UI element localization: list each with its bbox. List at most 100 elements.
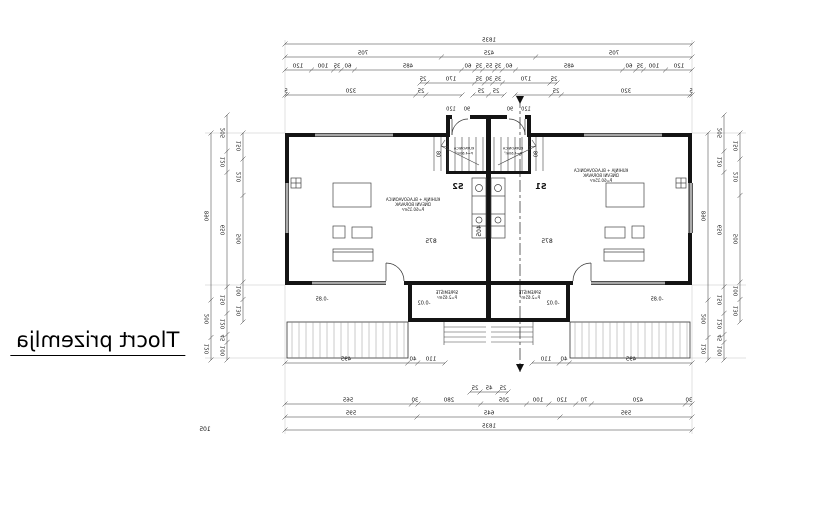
dim-label: 320 [620, 87, 631, 94]
dim-label: 70 [580, 396, 588, 403]
dim-label: 35 [333, 62, 341, 69]
dim-label: 120 [521, 106, 531, 113]
dim-label: 495 [625, 355, 636, 362]
dim-label: 35 [475, 75, 483, 82]
dim-label: 80 [436, 150, 443, 158]
dim-label: 35 [494, 62, 502, 69]
dim-label: 120 [716, 156, 723, 167]
dim-label: 645 [483, 409, 494, 416]
dim-label: 150 [732, 140, 739, 152]
dim-label: 100 [716, 345, 723, 357]
dim-label: 5 [689, 87, 693, 94]
dim-label: 405 [476, 225, 483, 237]
dim-label: 120 [673, 62, 685, 69]
dim-label: 205 [219, 127, 226, 139]
dim-label: 60 [625, 62, 633, 69]
dim-label: 425 [483, 49, 494, 56]
dim-label: 200 [700, 313, 707, 324]
dim-label: 40 [560, 355, 568, 362]
doors [385, 114, 592, 286]
dim-label: 485 [402, 62, 414, 69]
dim-label: 875 [425, 238, 437, 245]
dim-label: 25 [477, 87, 485, 94]
level-marker: -0.85 [650, 296, 664, 303]
dim-label: 875 [541, 238, 553, 245]
dim-label: 150 [219, 294, 226, 306]
dim-label: 40 [409, 355, 417, 362]
dim-label: 45 [219, 334, 226, 342]
dim-label: 110 [540, 355, 551, 362]
dim-label: 30 [485, 75, 492, 82]
dim-label: 60 [464, 62, 472, 69]
dim-label: 200 [203, 313, 210, 324]
terrace-right [569, 321, 691, 359]
dim-label: 130 [235, 305, 242, 316]
dim-label: 105 [199, 426, 211, 433]
dim-label: 30 [685, 396, 693, 403]
dim-label: 35 [494, 75, 502, 82]
dim-label: 100 [732, 285, 739, 297]
dim-label: 170 [445, 75, 457, 82]
level-marker: -0.85 [315, 296, 329, 303]
room-label: KUPAONICA [502, 146, 524, 151]
level-marker: -0.02 [546, 300, 560, 307]
level-marker: -0.02 [417, 300, 431, 307]
dim-label: 595 [345, 409, 357, 416]
unit-label-s1: S1 [535, 182, 547, 191]
dim-label: 90 [463, 106, 471, 113]
furniture-left-unit [290, 177, 487, 262]
dim-label: 120 [557, 396, 568, 403]
dim-label: 90 [506, 106, 514, 113]
dim-label: 80 [533, 150, 540, 158]
dim-label: 120 [219, 318, 226, 330]
dim-label: 30 [411, 396, 419, 403]
dim-label: 100 [317, 62, 328, 69]
dim-label: 420 [633, 396, 644, 403]
room-area: P=4.60m² [504, 151, 522, 156]
dim-label: 280 [444, 396, 455, 403]
room-area: P=60.15m² [589, 178, 613, 183]
dim-label: 705 [357, 49, 369, 56]
dim-label: 120 [219, 156, 226, 167]
dim-label: 60 [344, 62, 352, 69]
dim-label: 55 [485, 62, 492, 69]
dim-label: 130 [732, 305, 739, 316]
dim-label: 495 [341, 355, 352, 362]
dim-label: 100 [649, 62, 660, 69]
dim-label: 25 [419, 75, 427, 82]
dim-label: 25 [552, 87, 560, 94]
dim-label: 100 [532, 396, 543, 403]
dim-label: 100 [235, 285, 242, 297]
dim-label: 210 [235, 171, 242, 183]
dim-label: 100 [219, 345, 226, 357]
dim-label: 120 [700, 343, 707, 354]
section-line [516, 96, 524, 372]
stairs-and-hatching [291, 137, 688, 358]
room-area: P=60.15m² [401, 207, 425, 212]
dim-label: 705 [608, 49, 620, 56]
dim-label: 650 [716, 224, 723, 235]
drawing-title: Tlocrt prizemlja [10, 328, 186, 356]
room-label: KUPAONICA [453, 146, 475, 151]
dim-label: 120 [716, 318, 723, 330]
unit-label-s2: S2 [452, 182, 464, 191]
terrace-left [286, 321, 409, 359]
room-area: P=4.60m² [455, 151, 473, 156]
dim-label: 1835 [481, 422, 496, 429]
dim-label: 150 [235, 140, 242, 152]
dim-label: 120 [292, 62, 304, 69]
dim-label: 150 [716, 294, 723, 306]
dim-label: 650 [219, 224, 226, 235]
dim-label: 120 [446, 106, 456, 113]
dimension-lines [208, 41, 743, 433]
dim-label: 45 [716, 334, 723, 342]
dim-label: 485 [563, 62, 575, 69]
dim-label: 25 [471, 384, 479, 391]
dim-label: 205 [716, 127, 723, 139]
dim-label: 110 [426, 355, 437, 362]
dim-label: 5 [284, 87, 288, 94]
dim-label: 170 [520, 75, 532, 82]
dim-label: 1835 [481, 36, 496, 43]
